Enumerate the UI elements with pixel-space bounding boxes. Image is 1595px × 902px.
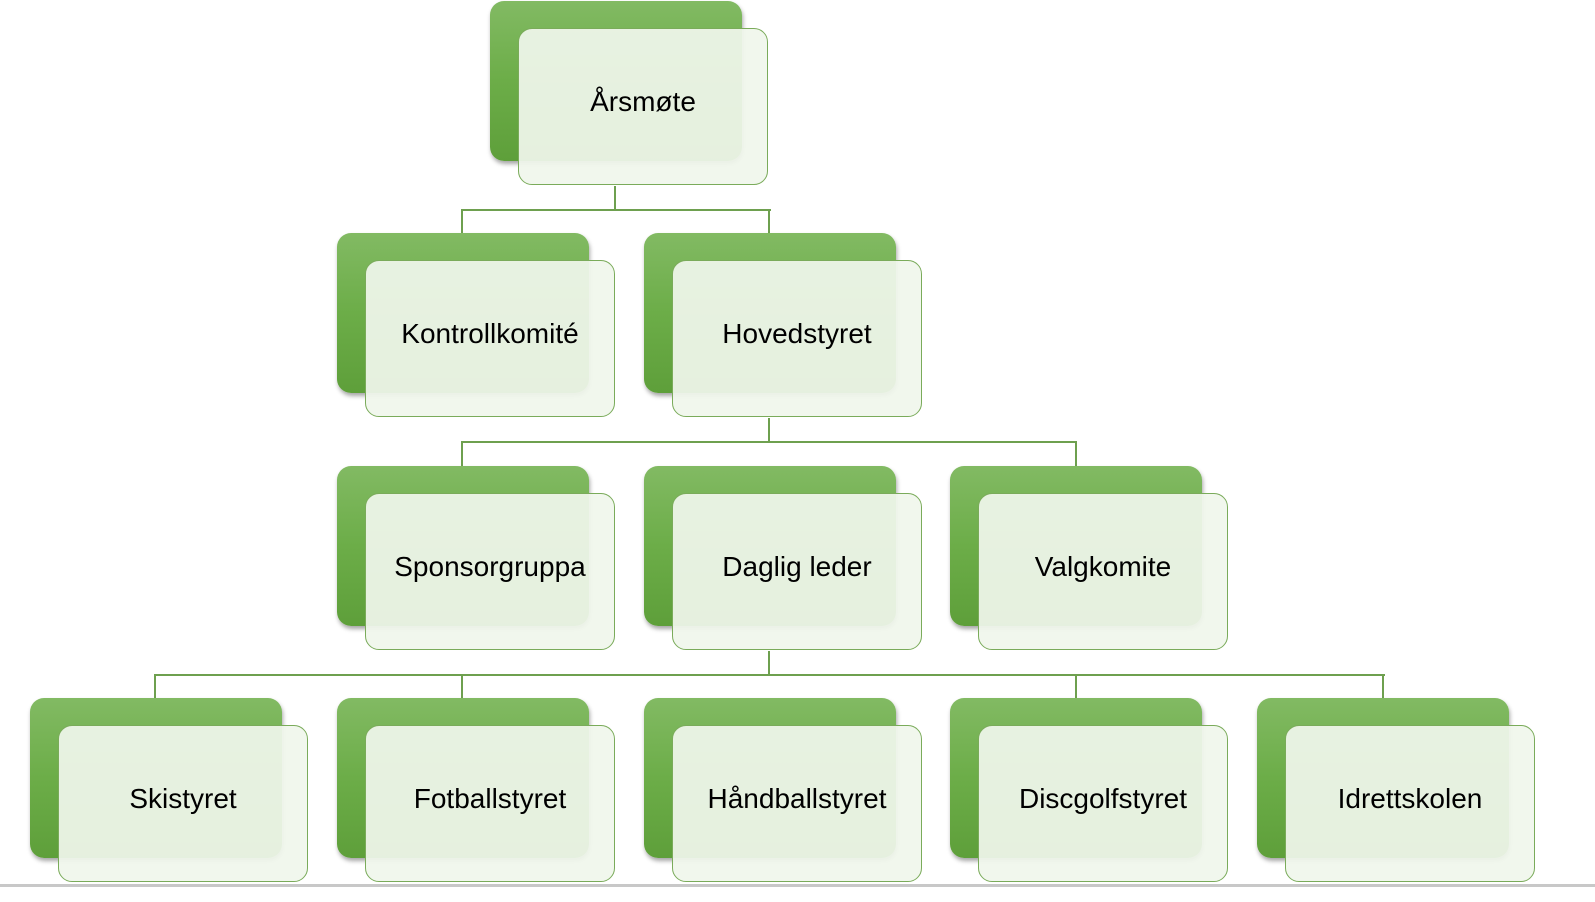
- connector: [1075, 674, 1077, 699]
- node-label: Håndballstyret: [707, 782, 887, 814]
- node-card: Idrettskolen: [1285, 725, 1535, 882]
- node-card: Fotballstyret: [365, 725, 615, 882]
- node-arsmote: Årsmøte: [490, 1, 770, 187]
- node-sponsorgruppa: Sponsorgruppa: [337, 466, 617, 652]
- connector: [768, 418, 770, 443]
- node-idrettskolen: Idrettskolen: [1257, 698, 1537, 884]
- node-skistyret: Skistyret: [30, 698, 310, 884]
- node-handballstyret: Håndballstyret: [644, 698, 924, 884]
- node-card: Hovedstyret: [672, 260, 922, 417]
- connector: [154, 674, 1385, 676]
- node-label: Hovedstyret: [722, 317, 872, 349]
- node-card: Skistyret: [58, 725, 308, 882]
- node-card: Sponsorgruppa: [365, 493, 615, 650]
- connector: [461, 441, 1077, 443]
- node-daglig-leder: Daglig leder: [644, 466, 924, 652]
- connector: [461, 209, 771, 211]
- node-label: Sponsorgruppa: [394, 550, 586, 582]
- node-label: Valgkomite: [1034, 550, 1172, 582]
- connector: [1382, 674, 1384, 699]
- node-card: Kontrollkomité: [365, 260, 615, 417]
- node-card: Daglig leder: [672, 493, 922, 650]
- node-card: Årsmøte: [518, 28, 768, 185]
- node-label: Kontrollkomité: [401, 317, 579, 349]
- bottom-divider: [0, 884, 1595, 887]
- connector: [461, 209, 463, 234]
- connector: [461, 441, 463, 467]
- node-label: Daglig leder: [722, 550, 872, 582]
- node-card: Discgolfstyret: [978, 725, 1228, 882]
- node-label: Idrettskolen: [1337, 782, 1483, 814]
- node-label: Fotballstyret: [413, 782, 567, 814]
- connector: [768, 651, 770, 676]
- node-hovedstyret: Hovedstyret: [644, 233, 924, 419]
- node-card: Valgkomite: [978, 493, 1228, 650]
- node-label: Skistyret: [129, 782, 237, 814]
- node-fotballstyret: Fotballstyret: [337, 698, 617, 884]
- connector: [1075, 441, 1077, 467]
- node-label: Årsmøte: [590, 85, 696, 117]
- connector: [154, 674, 156, 699]
- node-valgkomite: Valgkomite: [950, 466, 1230, 652]
- node-card: Håndballstyret: [672, 725, 922, 882]
- node-kontrollkomite: Kontrollkomité: [337, 233, 617, 419]
- connector: [614, 186, 616, 211]
- connector: [461, 674, 463, 699]
- node-label: Discgolfstyret: [1018, 782, 1188, 814]
- node-discgolfstyret: Discgolfstyret: [950, 698, 1230, 884]
- connector: [768, 209, 770, 234]
